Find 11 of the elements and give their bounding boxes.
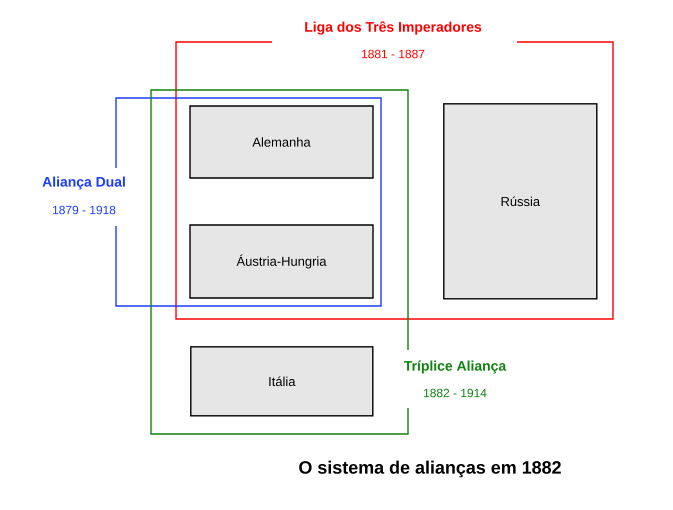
caption: O sistema de alianças em 1882	[299, 460, 561, 478]
date-range: 1879 - 1918	[53, 206, 116, 214]
date-range: 1881 - 1887	[362, 50, 424, 58]
frame-title: Tríplice Aliança	[404, 360, 506, 374]
date-range: 1882 - 1914	[424, 388, 487, 398]
country-box: Alemanha	[189, 105, 374, 179]
country-box: Áustria-Hungria	[189, 224, 374, 299]
frame-title: Aliança Dual	[42, 176, 125, 190]
frame-title: Liga dos Três Imperadores	[305, 21, 482, 35]
country-box: Rússia	[443, 103, 598, 300]
country-box: Itália	[190, 346, 374, 416]
